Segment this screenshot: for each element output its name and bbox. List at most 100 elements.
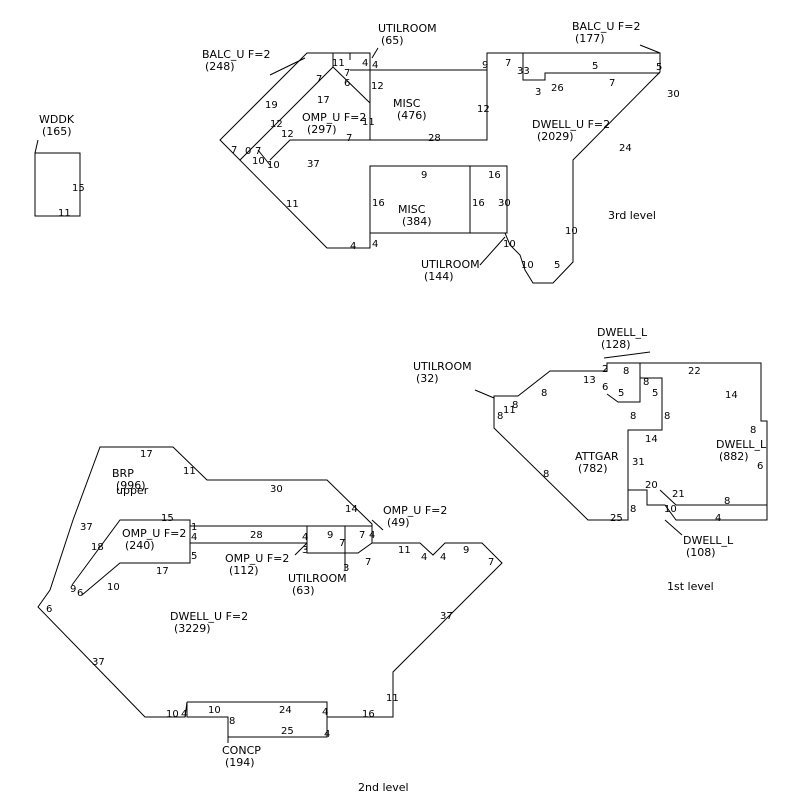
dim-label: 8 — [229, 716, 235, 727]
dim-label: 5 — [554, 260, 560, 271]
dim-label: 3 — [535, 87, 541, 98]
dim-label: 7 — [505, 58, 511, 69]
dim-label: 31 — [632, 457, 645, 468]
dim-label: 7 — [255, 146, 261, 157]
misc-476-outline — [369, 70, 488, 141]
balc-u-177-leader — [639, 44, 661, 54]
dim-label: 37 — [80, 522, 93, 533]
dim-label: 33 — [517, 66, 530, 77]
dim-label: 4 — [362, 58, 368, 69]
wddk-area: WDDK (165) 15 11 — [34, 113, 85, 219]
balc-u-248-label: BALC_U F=2 — [202, 48, 270, 61]
dim-label: 4 — [372, 60, 378, 71]
dim-label: 17 — [317, 95, 330, 106]
dim-label: 5 — [592, 61, 598, 72]
dim-label: 15 — [72, 183, 85, 194]
dim-label: 30 — [498, 198, 511, 209]
dim-label: 8 — [750, 425, 756, 436]
omp-u-49-sqft: (49) — [387, 516, 410, 529]
dim-label: 4 — [440, 552, 446, 563]
balc-u-177-sqft: (177) — [575, 32, 605, 45]
dwell-l-108-outline — [659, 489, 767, 506]
dwell-l-128-outline — [606, 362, 641, 403]
balc-u-248-leader — [269, 57, 306, 76]
dim-label: 9 — [70, 584, 76, 595]
dim-label: 11 — [183, 466, 196, 477]
dim-label: 17 — [156, 566, 169, 577]
dim-label: 24 — [619, 143, 632, 154]
dwell-u-3229-sqft: (3229) — [174, 622, 211, 635]
balc-u-177-label: BALC_U F=2 — [572, 20, 640, 33]
utilroom-144-leader — [479, 236, 506, 266]
dim-label: 10 — [208, 705, 221, 716]
dim-label: 9 — [327, 530, 333, 541]
dim-label: 9 — [421, 170, 427, 181]
dim-label: 7 — [344, 68, 350, 79]
balc-u-248-sqft: (248) — [205, 60, 235, 73]
omp-u-112-sqft: (112) — [229, 564, 259, 577]
utilroom-32-leader — [474, 389, 495, 399]
attgar-outline — [493, 362, 768, 521]
dim-label: 24 — [279, 705, 292, 716]
second-level-sketch: BRP (996) upper OMP_U F=2 (240) OMP_U F=… — [37, 446, 503, 794]
dim-label: 8 — [630, 504, 636, 515]
dim-label: 8 — [497, 411, 503, 422]
dim-label: 16 — [362, 709, 375, 720]
dim-label: 10 — [521, 260, 534, 271]
dim-label: 7 — [316, 74, 322, 85]
dim-label: 22 — [688, 366, 701, 377]
dim-label: 4 — [181, 709, 187, 720]
dim-label: 3 — [343, 563, 349, 574]
omp-u-112-leader — [294, 542, 308, 556]
dim-label: 28 — [428, 133, 441, 144]
dim-label: 10 — [107, 582, 120, 593]
dim-label: 6 — [344, 78, 350, 89]
dim-label: 10 — [267, 160, 280, 171]
dim-label: 9 — [463, 545, 469, 556]
dwell-l-128-sqft: (128) — [601, 338, 631, 351]
dim-label: 7 — [488, 557, 494, 568]
dim-label: 6 — [757, 461, 763, 472]
dim-label: 4 — [322, 707, 328, 718]
dim-label: 17 — [140, 449, 153, 460]
dim-label: 12 — [477, 104, 490, 115]
dim-label: 30 — [270, 484, 283, 495]
dim-label: 11 — [58, 208, 71, 219]
dim-label: 5 — [652, 388, 658, 399]
dwell-u-2029-sqft: (2029) — [537, 130, 574, 143]
dim-label: 16 — [372, 198, 385, 209]
utilroom-144-sqft: (144) — [424, 270, 454, 283]
misc-384-sqft: (384) — [402, 215, 432, 228]
dwell-l-128-leader — [603, 351, 651, 359]
dim-label: 5 — [618, 388, 624, 399]
misc-476-label: MISC — [393, 97, 421, 110]
dim-label: 7 — [339, 538, 345, 549]
dim-label: 4 — [421, 552, 427, 563]
utilroom-65-label: UTILROOM — [378, 22, 437, 35]
dim-label: 9 — [482, 60, 488, 71]
dim-label: 16 — [488, 170, 501, 181]
utilroom-32-sqft: (32) — [416, 372, 439, 385]
dwell-l-128-label: DWELL_L — [597, 326, 648, 339]
utilroom-65-leader — [371, 47, 379, 59]
dim-label: 18 — [91, 542, 104, 553]
balc-u-177-outline — [522, 53, 660, 81]
dwell-u-3229-label: DWELL_U F=2 — [170, 610, 248, 623]
attgar-sqft: (782) — [578, 462, 608, 475]
dim-label: 37 — [92, 657, 105, 668]
dim-label: 6 — [46, 604, 52, 615]
omp-u-49-label: OMP_U F=2 — [383, 504, 447, 517]
dim-label: 8 — [724, 496, 730, 507]
wddk-outline — [34, 152, 81, 217]
omp-u-112-label: OMP_U F=2 — [225, 552, 289, 565]
utilroom-63-label: UTILROOM — [288, 572, 347, 585]
dim-label: 15 — [161, 513, 174, 524]
dim-label: 14 — [725, 390, 738, 401]
dwell-l-882-inner — [627, 363, 663, 490]
dim-label: 7 — [346, 133, 352, 144]
dim-label: 4 — [324, 729, 330, 740]
dim-label: 13 — [583, 375, 596, 386]
dim-label: 7 — [365, 557, 371, 568]
omp-u-240-sqft: (240) — [125, 539, 155, 552]
attgar-label: ATTGAR — [575, 450, 619, 463]
